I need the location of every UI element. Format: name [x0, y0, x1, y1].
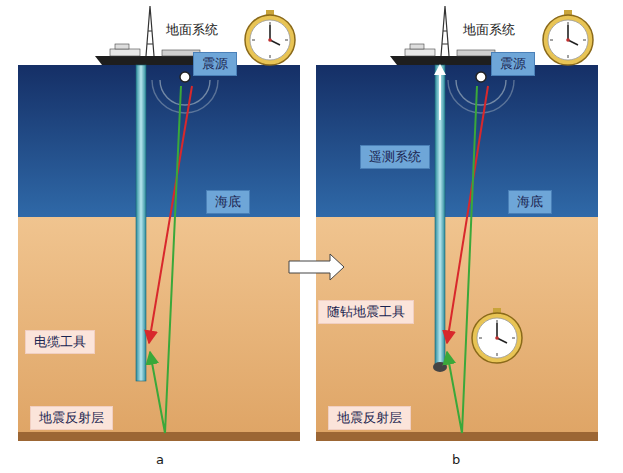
reflector-box: 地震反射层: [30, 406, 113, 430]
box-text: 震源: [202, 56, 228, 72]
box-text: 电缆工具: [34, 334, 86, 350]
box-text: 震源: [500, 56, 526, 72]
tool-box: 电缆工具: [25, 330, 95, 354]
seabed-box: 海底: [206, 190, 250, 214]
box-text: 遥测系统: [369, 149, 421, 165]
seabed-box: 海底: [508, 190, 552, 214]
panel-letter: a: [156, 452, 164, 468]
system-label: 地面系统: [463, 22, 515, 38]
source-box: 震源: [193, 52, 237, 76]
source-box: 震源: [491, 52, 535, 76]
box-text: 海底: [215, 194, 241, 210]
tool-box: 随钻地震工具: [318, 300, 414, 324]
box-text: 地震反射层: [39, 410, 104, 426]
box-text: 地震反射层: [337, 410, 402, 426]
box-text: 海底: [517, 194, 543, 210]
panel-letter: b: [452, 452, 460, 468]
telemetry-box: 遥测系统: [360, 145, 430, 169]
box-text: 随钻地震工具: [327, 304, 405, 320]
system-label: 地面系统: [166, 22, 218, 38]
reflector-box: 地震反射层: [328, 406, 411, 430]
